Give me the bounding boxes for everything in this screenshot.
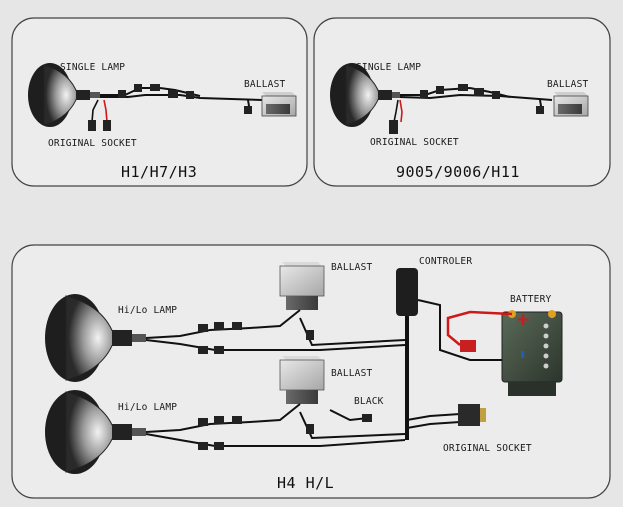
battery-icon xyxy=(501,310,563,396)
tl-socket-wires xyxy=(91,99,108,123)
panel-9005-9006-h11 xyxy=(313,17,611,187)
tr-connectors xyxy=(389,84,544,134)
positive-wire xyxy=(446,310,513,346)
tl-connectors xyxy=(88,84,252,131)
battery-plus-sign: + xyxy=(516,310,531,330)
tl-original-socket-label: ORIGINAL SOCKET xyxy=(48,138,137,149)
hilo-lamp-top-label: Hi/Lo LAMP xyxy=(118,305,178,316)
tl-ballast-label: BALLAST xyxy=(244,79,286,90)
controler-label: CONTROLER xyxy=(419,256,473,267)
panel-h1-h7-h3 xyxy=(11,17,308,187)
bottom-ballast-bottom-label: BALLAST xyxy=(331,368,373,379)
bottom-panel-title: H4 H/L xyxy=(277,474,335,492)
bottom-ballast-bottom-icon xyxy=(279,356,325,404)
bottom-lamp-top-icon xyxy=(45,294,146,382)
hilo-lamp-bottom-label: Hi/Lo LAMP xyxy=(118,402,178,413)
bottom-lamp-bottom-icon xyxy=(45,390,146,474)
bottom-ballast-top-label: BALLAST xyxy=(331,262,373,273)
tr-panel-title: 9005/9006/H11 xyxy=(396,163,520,181)
tl-ballast-icon xyxy=(261,92,297,117)
tr-original-socket-label: ORIGINAL SOCKET xyxy=(370,137,459,148)
battery-minus-sign: - xyxy=(510,349,536,360)
tr-socket-wires xyxy=(393,99,403,123)
tr-lamp-icon xyxy=(330,63,400,127)
black-lead-label: BLACK xyxy=(354,396,384,407)
bottom-connectors xyxy=(198,322,486,450)
tr-ballast-label: BALLAST xyxy=(547,79,589,90)
tr-ballast-icon xyxy=(553,92,589,117)
bottom-original-socket-label: ORIGINAL SOCKET xyxy=(443,443,532,454)
tl-lamp-icon xyxy=(28,63,100,127)
tl-panel-title: H1/H7/H3 xyxy=(121,163,198,181)
tr-single-lamp-label: SINGLE LAMP xyxy=(356,62,422,73)
tl-single-lamp-label: SINGLE LAMP xyxy=(60,62,126,73)
battery-label: BATTERY xyxy=(510,294,552,305)
bottom-ballast-top-icon xyxy=(279,262,325,310)
